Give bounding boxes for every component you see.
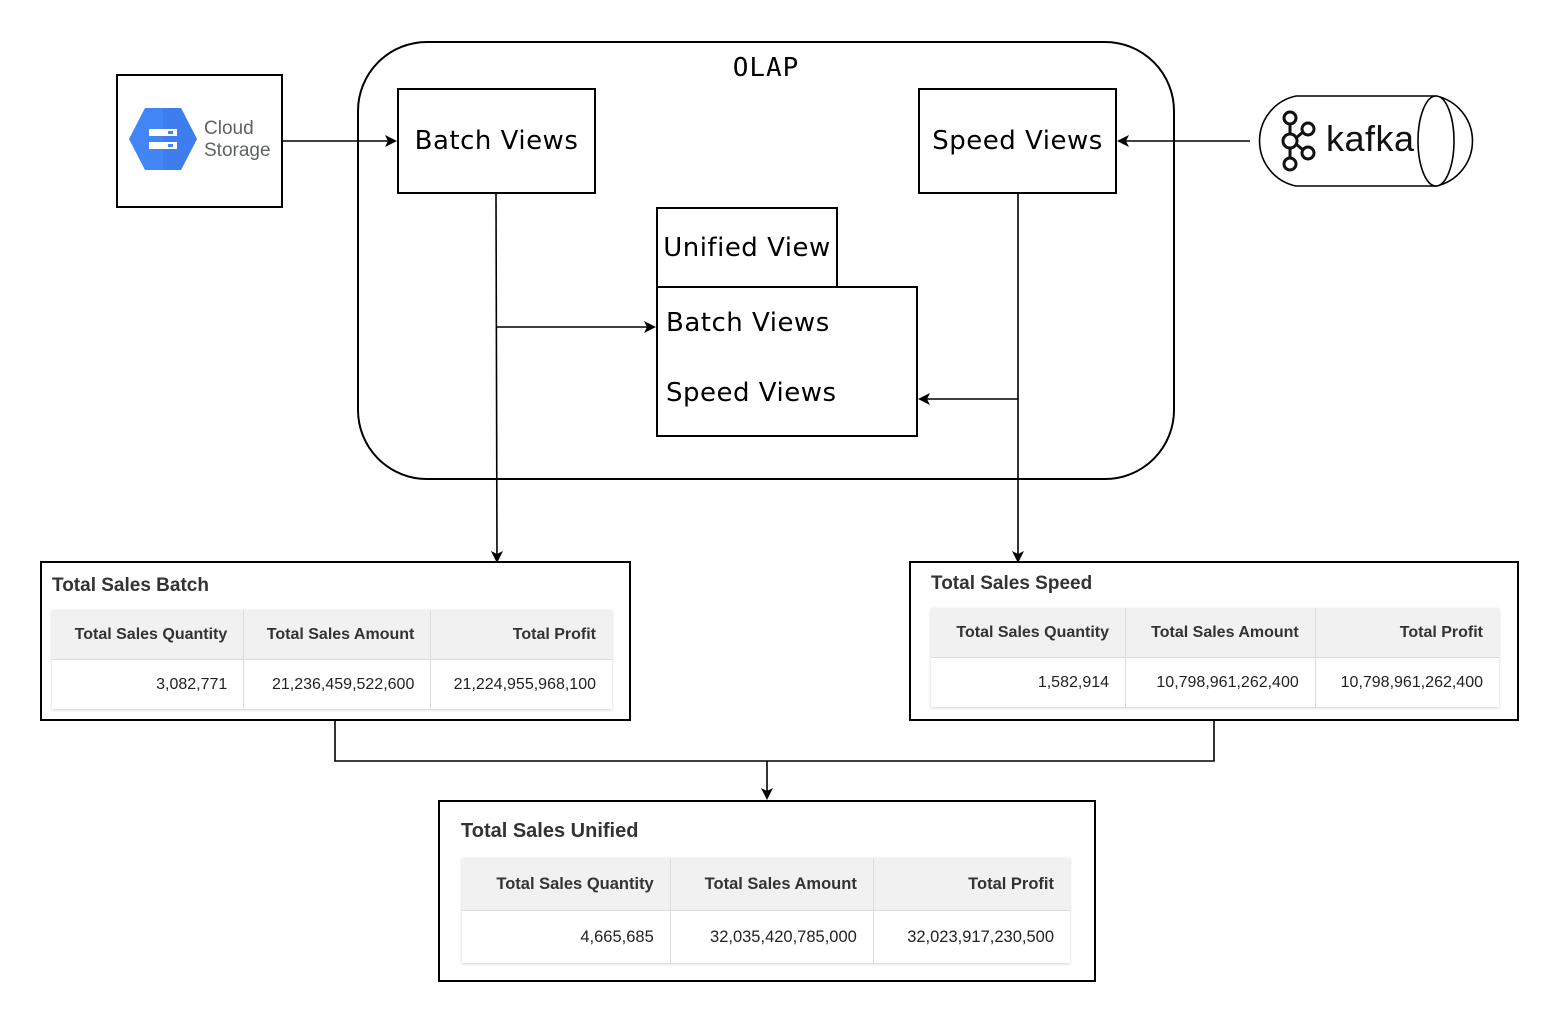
google-cloud-storage-icon: [129, 108, 197, 170]
column-header[interactable]: Total Sales Amount: [1125, 608, 1316, 658]
merge-line: [334, 721, 1215, 762]
table-cell: 1,582,914: [931, 657, 1127, 707]
table-cell: 21,224,955,968,100: [430, 659, 612, 709]
total-sales-speed-table: Total Sales Quantity Total Sales Amount …: [931, 608, 1499, 707]
table-cell: 10,798,961,262,400: [1125, 657, 1316, 707]
total-sales-batch-title: Total Sales Batch: [52, 575, 209, 596]
speed-views-label: Speed Views: [932, 126, 1103, 156]
total-sales-unified-title: Total Sales Unified: [461, 820, 639, 842]
speed-views-box[interactable]: Speed Views: [918, 88, 1117, 194]
column-header[interactable]: Total Profit: [430, 610, 612, 660]
unified-row-batch: Batch Views: [666, 308, 830, 338]
table-cell: 10,798,961,262,400: [1315, 657, 1499, 707]
unified-view-title: Unified View: [663, 232, 831, 263]
kafka-label: kafka: [1326, 118, 1415, 159]
column-header[interactable]: Total Profit: [1315, 608, 1499, 658]
table-cell: 21,236,459,522,600: [243, 659, 432, 709]
unified-row-speed: Speed Views: [666, 378, 837, 408]
batch-views-label: Batch Views: [414, 126, 579, 156]
table-row: 1,582,914 10,798,961,262,400 10,798,961,…: [931, 657, 1499, 707]
cloud-storage-line2: Storage: [204, 140, 271, 161]
table-header-row: Total Sales Quantity Total Sales Amount …: [462, 858, 1070, 911]
column-header[interactable]: Total Profit: [873, 858, 1070, 911]
total-sales-batch-table: Total Sales Quantity Total Sales Amount …: [52, 610, 612, 709]
cloud-storage-line1: Cloud: [204, 118, 254, 139]
total-sales-speed-title: Total Sales Speed: [931, 573, 1093, 594]
unified-view-tab[interactable]: Unified View: [656, 207, 838, 288]
column-header[interactable]: Total Sales Amount: [243, 610, 432, 660]
total-sales-unified-panel: Total Sales Unified Total Sales Quantity…: [438, 800, 1096, 982]
table-row: 4,665,685 32,035,420,785,000 32,023,917,…: [462, 910, 1070, 963]
olap-title: OLAP: [732, 53, 800, 83]
column-header[interactable]: Total Sales Quantity: [52, 610, 245, 660]
batch-views-box[interactable]: Batch Views: [397, 88, 596, 194]
cloud-storage-source[interactable]: Cloud Storage: [116, 74, 283, 208]
total-sales-unified-table: Total Sales Quantity Total Sales Amount …: [462, 858, 1070, 963]
table-header-row: Total Sales Quantity Total Sales Amount …: [931, 608, 1499, 658]
cloud-storage-label: Cloud Storage: [204, 118, 271, 162]
column-header[interactable]: Total Sales Quantity: [931, 608, 1127, 658]
column-header[interactable]: Total Sales Amount: [670, 858, 874, 911]
olap-container: OLAP: [357, 41, 1175, 480]
kafka-cylinder[interactable]: [1248, 94, 1483, 188]
total-sales-batch-panel: Total Sales Batch Total Sales Quantity T…: [40, 561, 631, 721]
table-header-row: Total Sales Quantity Total Sales Amount …: [52, 610, 612, 660]
total-sales-speed-panel: Total Sales Speed Total Sales Quantity T…: [909, 561, 1519, 721]
unified-view-body[interactable]: Batch Views Speed Views: [656, 286, 918, 437]
table-cell: 32,023,917,230,500: [873, 910, 1070, 963]
table-cell: 3,082,771: [52, 659, 245, 709]
kafka-icon: [1281, 110, 1316, 172]
table-row: 3,082,771 21,236,459,522,600 21,224,955,…: [52, 659, 612, 709]
column-header[interactable]: Total Sales Quantity: [462, 858, 671, 911]
table-cell: 32,035,420,785,000: [670, 910, 874, 963]
table-cell: 4,665,685: [462, 910, 671, 963]
